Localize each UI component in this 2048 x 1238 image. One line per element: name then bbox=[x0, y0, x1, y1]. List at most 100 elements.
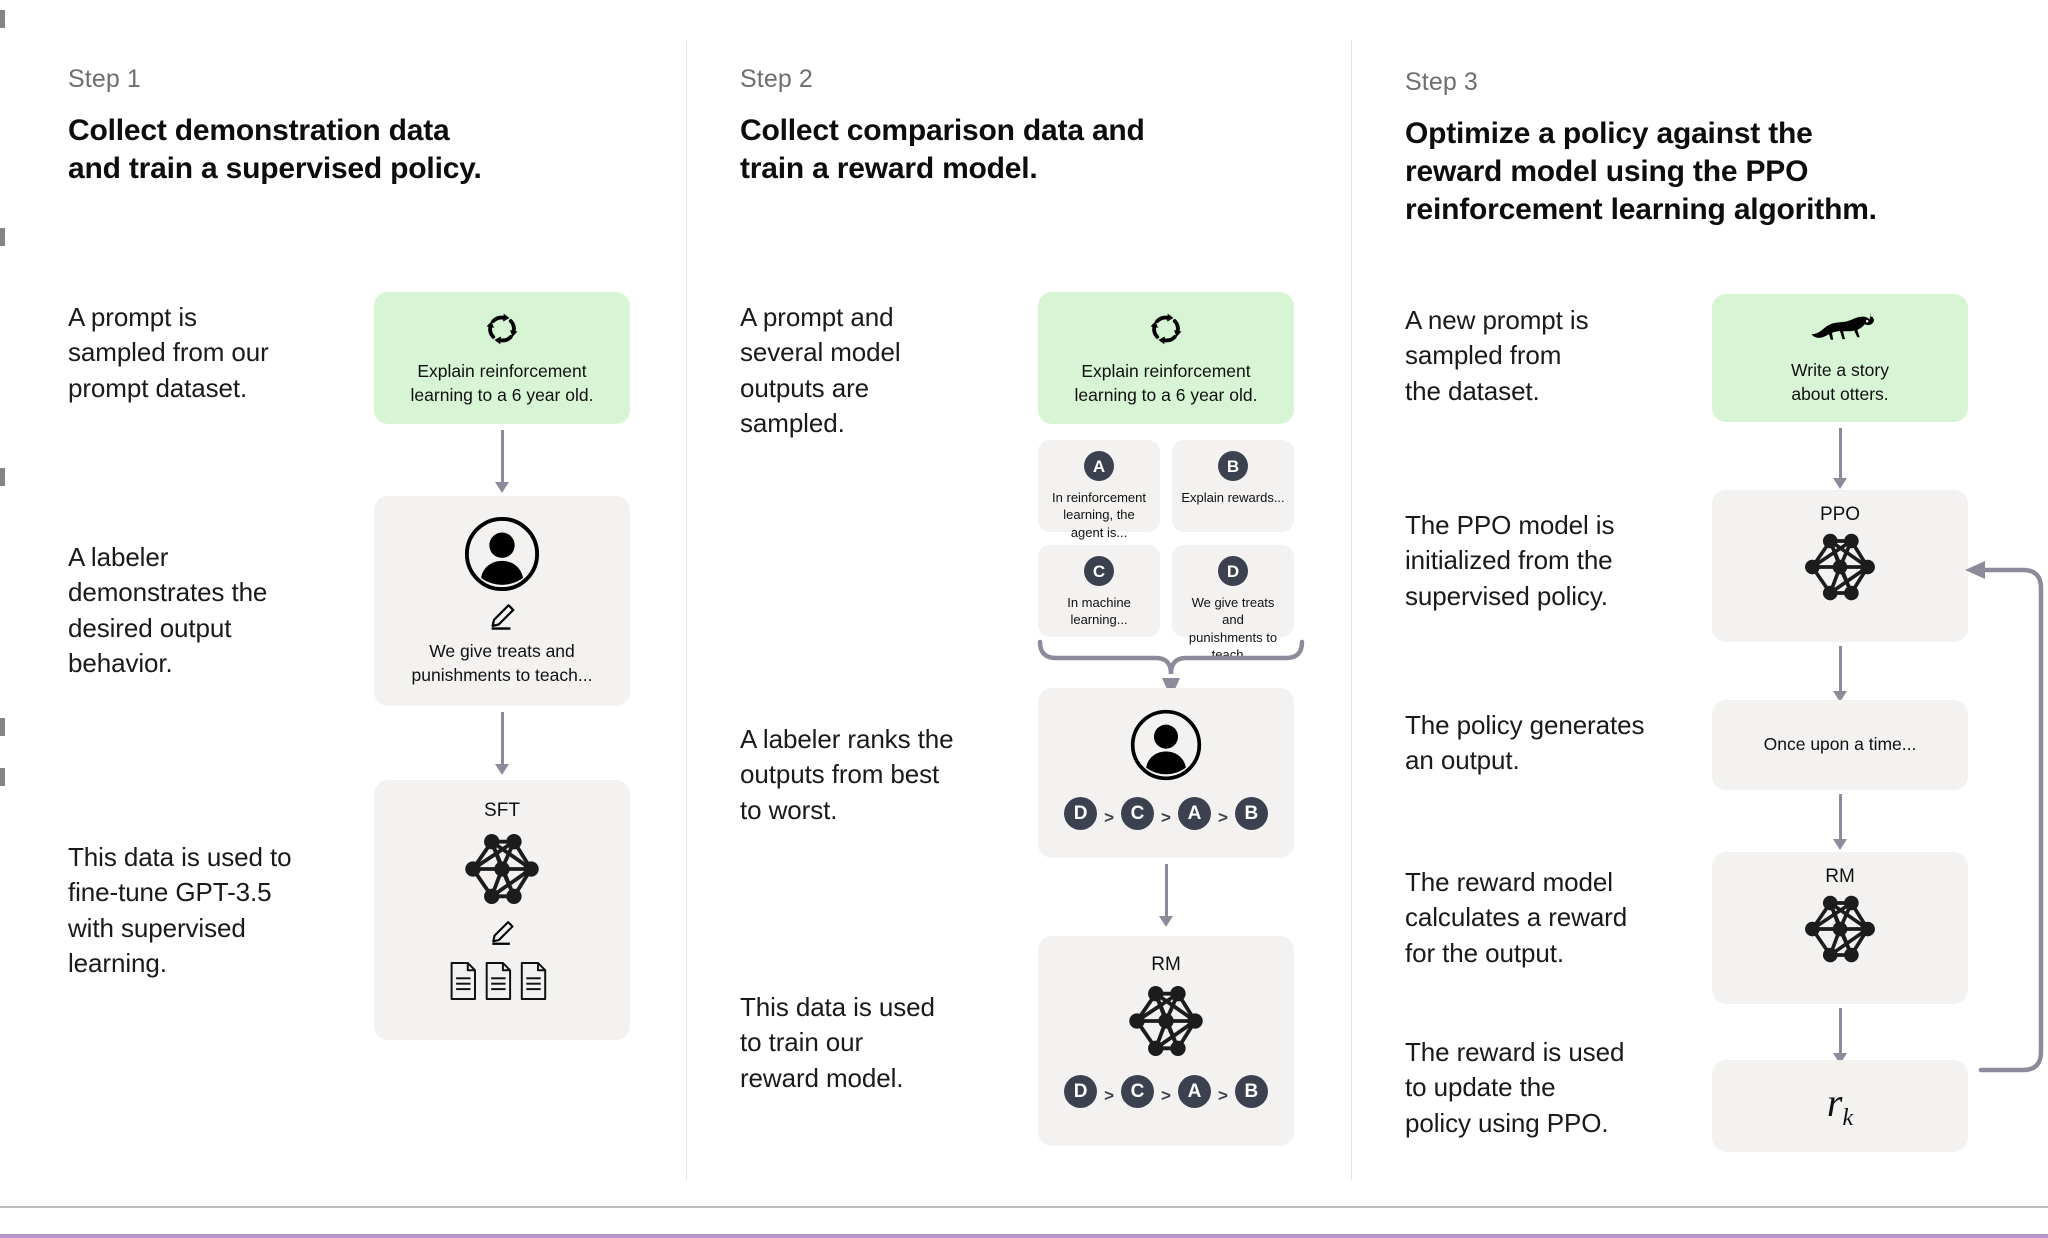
rank-operator: > bbox=[1104, 808, 1115, 827]
step-1-label: Step 1 bbox=[68, 65, 141, 93]
cycle-arrows-icon bbox=[1146, 309, 1186, 360]
arrow-down bbox=[1833, 428, 1847, 490]
step-1-sft-title: SFT bbox=[484, 800, 520, 821]
step-2-option-text-b: Explain rewards... bbox=[1181, 490, 1285, 505]
cycle-arrows-icon bbox=[482, 309, 522, 360]
rank-badge-1: D bbox=[1064, 797, 1098, 830]
edge-mark bbox=[0, 718, 5, 736]
window-bottom-bar bbox=[0, 1206, 2048, 1238]
step-2-option-card-c[interactable]: C In machine learning... bbox=[1038, 545, 1160, 637]
edge-mark bbox=[0, 468, 5, 486]
step-2-option-text-c: In machine learning... bbox=[1067, 595, 1131, 628]
arrow-down bbox=[1159, 864, 1173, 928]
rank-badge-3: A bbox=[1177, 1075, 1211, 1108]
step-2-prompt-text: Explain reinforcement learning to a 6 ye… bbox=[1074, 361, 1258, 405]
step-3-caption-3: The policy generates an output. bbox=[1405, 710, 1645, 776]
step-2-caption-1: A prompt and several model outputs are s… bbox=[740, 302, 901, 439]
rank-operator: > bbox=[1217, 1086, 1228, 1105]
step-3-caption-4: The reward model calculates a reward for… bbox=[1405, 867, 1628, 968]
step-2-prompt-card[interactable]: Explain reinforcement learning to a 6 ye… bbox=[1038, 292, 1294, 424]
step-2-column: Step 2 Collect comparison data and train… bbox=[686, 0, 1351, 1190]
step-3-ppo-title: PPO bbox=[1819, 504, 1861, 525]
step-2-option-text-d: We give treats and punishments to teach.… bbox=[1188, 595, 1278, 662]
edge-mark bbox=[0, 768, 5, 786]
step-1-caption-3: This data is used to fine-tune GPT-3.5 w… bbox=[68, 842, 292, 979]
step-3-reward-card[interactable]: rk bbox=[1712, 1060, 1968, 1152]
step-2-title: Collect comparison data and train a rewa… bbox=[740, 114, 1145, 186]
rank-badge-2: C bbox=[1121, 1075, 1155, 1108]
step-2-caption-3: This data is used to train our reward mo… bbox=[740, 992, 935, 1093]
arrow-down bbox=[495, 712, 509, 776]
edge-mark bbox=[0, 10, 5, 28]
rank-operator: > bbox=[1104, 1086, 1115, 1105]
left-edge-strip bbox=[0, 0, 6, 1206]
feedback-loop-arrow bbox=[1951, 540, 2048, 1125]
step-3-caption-2: The PPO model is initialized from the su… bbox=[1405, 510, 1615, 611]
rank-badge-4: B bbox=[1234, 1075, 1268, 1108]
step-1-caption-2: A labeler demonstrates the desired outpu… bbox=[68, 542, 268, 679]
step-2-rm-ranking: D > C > A > B bbox=[1064, 1075, 1268, 1116]
step-2-option-card-b[interactable]: B Explain rewards... bbox=[1172, 440, 1294, 532]
option-badge-b: B bbox=[1218, 451, 1248, 481]
step-1-column: Step 1 Collect demonstration data and tr… bbox=[0, 0, 686, 1190]
pencil-icon bbox=[488, 917, 516, 960]
reward-symbol: rk bbox=[1826, 1079, 1854, 1131]
step-3-rm-title: RM bbox=[1825, 866, 1855, 887]
person-circle-icon bbox=[463, 515, 541, 598]
column-divider bbox=[1351, 40, 1352, 1180]
arrow-down bbox=[1833, 1008, 1847, 1064]
column-divider bbox=[686, 40, 687, 1180]
step-3-title: Optimize a policy against the reward mod… bbox=[1405, 117, 1877, 227]
neural-network-icon bbox=[1790, 888, 1890, 973]
rank-operator: > bbox=[1217, 808, 1228, 827]
rank-badge-1: D bbox=[1064, 1075, 1098, 1108]
step-2-option-card-d[interactable]: D We give treats and punishments to teac… bbox=[1172, 545, 1294, 662]
step-2-option-card-a[interactable]: A In reinforcement learning, the agent i… bbox=[1038, 440, 1160, 540]
step-3-caption-5: The reward is used to update the policy … bbox=[1405, 1037, 1625, 1138]
option-badge-d: D bbox=[1218, 556, 1248, 586]
reward-symbol-subscript: k bbox=[1842, 1104, 1854, 1131]
step-2-option-text-a: In reinforcement learning, the agent is.… bbox=[1052, 490, 1146, 540]
step-3-rm-card[interactable]: RM bbox=[1712, 852, 1968, 1004]
arrow-down bbox=[1833, 646, 1847, 702]
step-3-label: Step 3 bbox=[1405, 68, 1478, 96]
rank-operator: > bbox=[1161, 808, 1171, 827]
step-3-prompt-card[interactable]: Write a story about otters. bbox=[1712, 294, 1968, 422]
neural-network-icon bbox=[1114, 976, 1218, 1075]
step-2-rm-card[interactable]: RM bbox=[1038, 936, 1294, 1146]
step-1-caption-1: A prompt is sampled from our prompt data… bbox=[68, 302, 269, 403]
option-badge-a: A bbox=[1084, 451, 1114, 481]
step-1-labeler-card[interactable]: We give treats and punishments to teach.… bbox=[374, 496, 630, 706]
step-3-column: Step 3 Optimize a policy against the rew… bbox=[1351, 0, 2048, 1190]
step-3-output-text: Once upon a time... bbox=[1763, 734, 1917, 755]
reward-symbol-base: r bbox=[1826, 1079, 1843, 1125]
step-1-title: Collect demonstration data and train a s… bbox=[68, 114, 482, 186]
step-3-prompt-text: Write a story about otters. bbox=[1791, 360, 1889, 404]
rank-operator: > bbox=[1161, 1086, 1171, 1105]
neural-network-icon bbox=[1790, 526, 1890, 611]
rank-badge-3: A bbox=[1177, 797, 1211, 830]
step-3-output-card[interactable]: Once upon a time... bbox=[1712, 700, 1968, 790]
step-3-caption-1: A new prompt is sampled from the dataset… bbox=[1405, 305, 1589, 406]
rank-badge-4: B bbox=[1234, 797, 1268, 830]
step-2-labeler-ranking: D > C > A > B bbox=[1064, 797, 1268, 838]
step-2-labeler-card[interactable]: D > C > A > B bbox=[1038, 688, 1294, 858]
step-1-prompt-card[interactable]: Explain reinforcement learning to a 6 ye… bbox=[374, 292, 630, 424]
step-2-rm-title: RM bbox=[1151, 954, 1181, 975]
arrow-down bbox=[1833, 794, 1847, 850]
pencil-icon bbox=[487, 598, 517, 640]
arrow-down bbox=[495, 430, 509, 494]
documents-icon bbox=[448, 960, 556, 1007]
step-2-caption-2: A labeler ranks the outputs from best to… bbox=[740, 724, 954, 825]
step-1-labeler-text: We give treats and punishments to teach.… bbox=[411, 641, 593, 685]
step-1-sft-card[interactable]: SFT bbox=[374, 780, 630, 1040]
step-3-ppo-card[interactable]: PPO bbox=[1712, 490, 1968, 642]
step-1-prompt-text: Explain reinforcement learning to a 6 ye… bbox=[410, 361, 594, 405]
option-badge-c: C bbox=[1084, 556, 1114, 586]
edge-mark bbox=[0, 228, 5, 246]
neural-network-icon bbox=[450, 822, 554, 917]
rank-badge-2: C bbox=[1121, 797, 1155, 830]
step-2-label: Step 2 bbox=[740, 65, 813, 93]
person-circle-icon bbox=[1129, 708, 1203, 797]
